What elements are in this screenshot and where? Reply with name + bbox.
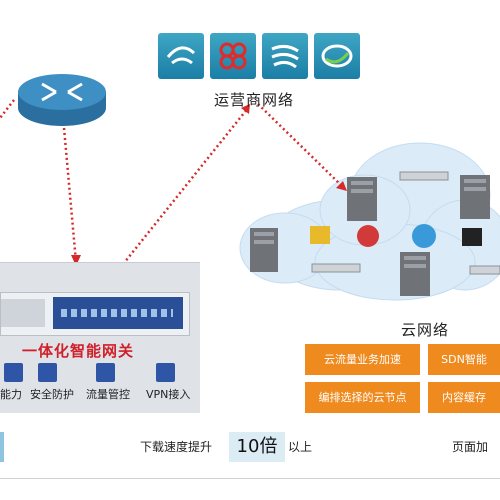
gateway-device-icon — [0, 292, 190, 336]
link-router-to-edge — [0, 99, 15, 119]
cloud-feature-sdn: SDN智能 — [428, 344, 500, 375]
link-isp-to-cloud — [257, 103, 345, 189]
gateway-panel — [0, 262, 200, 413]
document-icon — [310, 226, 330, 244]
speed-suffix: 以上 — [288, 440, 313, 454]
isp-swirl-logo-icon — [314, 33, 360, 79]
cloud-servers — [250, 171, 500, 296]
globe-icon — [412, 224, 436, 248]
capability-icon — [4, 363, 23, 382]
speed-value: 10倍 — [229, 432, 285, 462]
china-telecom-logo-icon — [158, 33, 204, 79]
china-unicom-logo-icon — [210, 33, 256, 79]
link-router-to-gateway — [62, 127, 78, 263]
arrows-icon — [156, 363, 175, 382]
cloud-feature-caching: 内容缓存 — [428, 382, 500, 413]
gateway-feature-vpn: VPN接入 — [146, 388, 191, 401]
switch-icon — [469, 265, 500, 275]
cloud-network-label: 云网络 — [401, 321, 450, 339]
connection-lines — [0, 99, 345, 269]
link-gateway-to-isp — [119, 107, 249, 269]
server-icon — [347, 177, 377, 221]
gateway-feature-capability: 能力 — [0, 388, 22, 401]
isp-network-label: 运营商网络 — [214, 91, 295, 109]
router-icon — [18, 74, 106, 126]
cloud-shape — [239, 142, 500, 301]
bottom-divider — [0, 478, 500, 479]
china-mobile-logo-icon — [262, 33, 308, 79]
server-icon — [460, 175, 490, 219]
gateway-feature-traffic: 流量管控 — [86, 388, 130, 401]
shield-icon — [38, 363, 57, 382]
left-highlight-strip — [0, 432, 4, 462]
cloud-feature-acceleration: 云流量业务加速 — [305, 344, 420, 375]
waveform-icon — [96, 363, 115, 382]
cloud-feature-orchestration: 编排选择的云节点 — [305, 382, 420, 413]
switch-icon — [311, 263, 361, 273]
film-icon — [462, 228, 482, 246]
server-icon — [250, 228, 278, 272]
server-icon — [400, 252, 430, 296]
gateway-feature-security: 安全防护 — [30, 388, 74, 401]
page-speed-text: 页面加 — [452, 440, 489, 454]
switch-icon — [399, 171, 449, 181]
gateway-title: 一体化智能网关 — [22, 342, 135, 360]
media-icon — [357, 225, 379, 247]
link-arrowheads — [71, 104, 347, 266]
speed-prefix: 下载速度提升 — [140, 440, 213, 454]
